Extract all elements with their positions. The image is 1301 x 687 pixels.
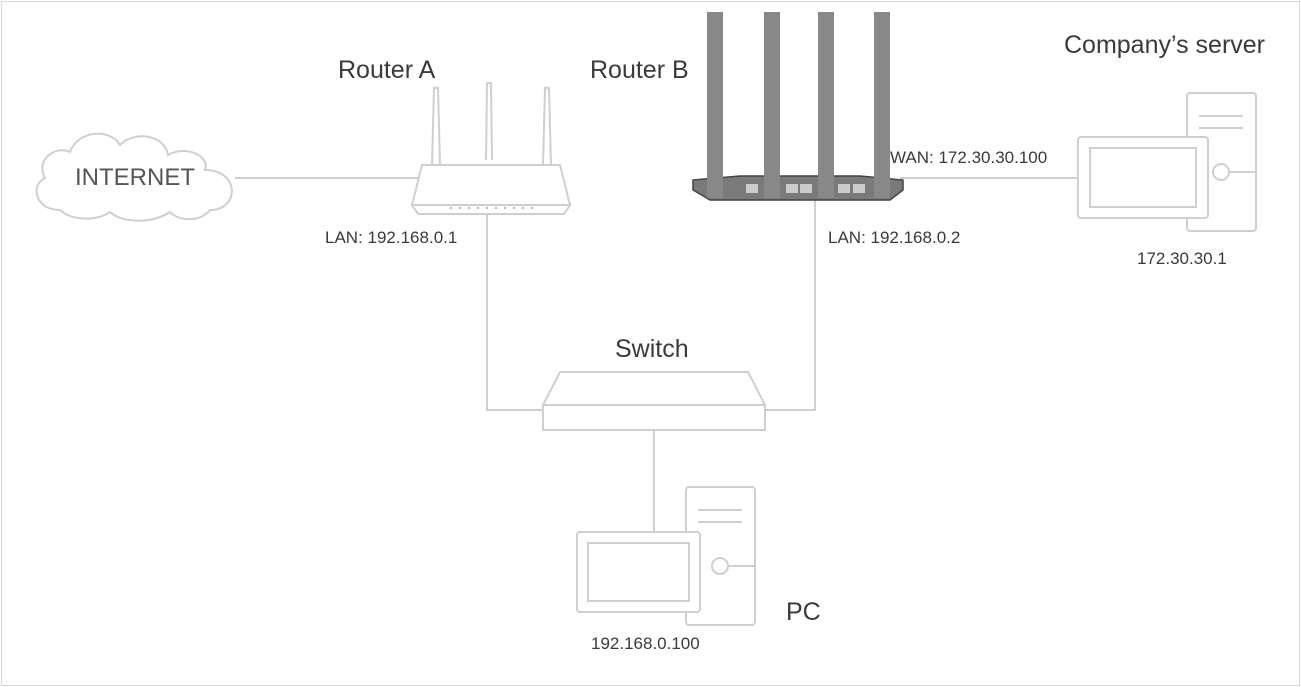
router-a-icon [410, 82, 572, 215]
router-b-icon [692, 12, 904, 201]
internet-label: INTERNET [75, 164, 195, 191]
switch-icon [541, 371, 767, 431]
router-b-wan-ip: WAN: 172.30.30.100 [890, 148, 1048, 167]
server-icon [1077, 92, 1257, 232]
cloud-icon [35, 132, 233, 222]
pc-label: PC [786, 598, 821, 626]
router-a-label: Router A [338, 56, 436, 84]
connections [235, 177, 1078, 532]
server-label: Company’s server [1064, 31, 1266, 59]
router-a-lan-ip: LAN: 192.168.0.1 [325, 228, 458, 247]
pc-ip: 192.168.0.100 [591, 634, 700, 653]
link-router-a-switch [486, 215, 543, 411]
pc-icon [576, 486, 756, 626]
router-b-label: Router B [590, 56, 689, 84]
router-b-lan-ip: LAN: 192.168.0.2 [828, 228, 961, 247]
switch-label: Switch [615, 335, 689, 363]
link-router-b-switch [765, 195, 816, 411]
server-ip: 172.30.30.1 [1137, 249, 1227, 268]
